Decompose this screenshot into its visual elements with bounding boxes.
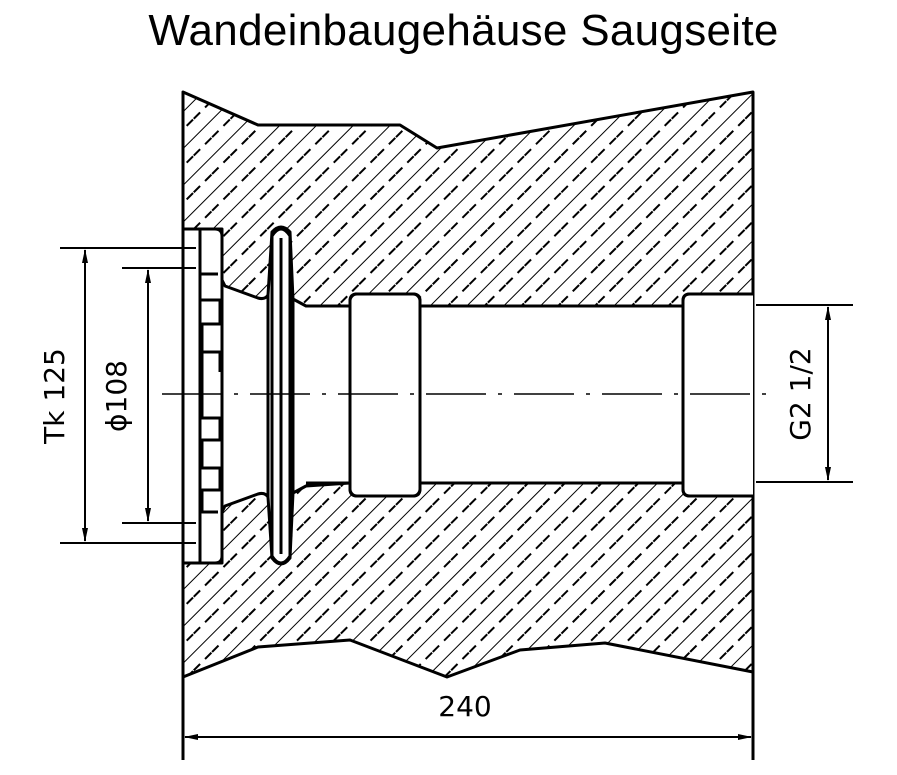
- dimension-tk: [60, 247, 196, 544]
- dimension-thread-label: G2 1/2: [784, 347, 817, 440]
- flange: [183, 227, 224, 565]
- dimension-diameter: [122, 267, 196, 524]
- dimension-diameter-label: ϕ108: [100, 360, 133, 432]
- disc-ring: [266, 227, 295, 565]
- dimension-length-label: 240: [438, 690, 491, 723]
- wall-section-upper: [181, 90, 755, 308]
- right-socket: [681, 292, 753, 498]
- left-socket: [348, 292, 422, 498]
- dimension-tk-label: Tk 125: [38, 348, 71, 445]
- wall-section-lower: [181, 481, 755, 679]
- dimension-thread: [756, 304, 853, 483]
- bore: [306, 304, 683, 485]
- drawing-title: Wandeinbaugehäuse Saugseite: [148, 6, 779, 55]
